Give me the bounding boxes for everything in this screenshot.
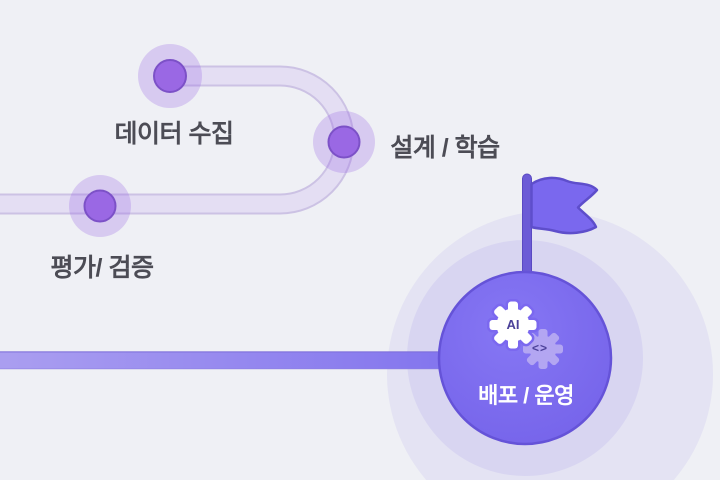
code-gear-label: <>: [531, 341, 548, 355]
step-label-evaluation-validation: 평가/ 검증: [50, 254, 154, 282]
ai-gear-icon: [487, 299, 539, 351]
step-label-data-collection: 데이터 수집: [114, 120, 234, 148]
flag-icon: [522, 173, 599, 280]
ai-gear-label: AI: [506, 317, 520, 332]
track-node-data-collection: [138, 44, 202, 108]
goal-circle: [437, 270, 613, 446]
code-gear-icon: [523, 329, 563, 369]
step-label-design-training: 설계 / 학습: [390, 134, 500, 162]
track-node-evaluation-validation: [69, 175, 131, 237]
track-node-design-training: [313, 111, 375, 173]
progress-band: [0, 351, 447, 370]
goal-label-deployment-operation: 배포 / 운영: [478, 383, 574, 408]
